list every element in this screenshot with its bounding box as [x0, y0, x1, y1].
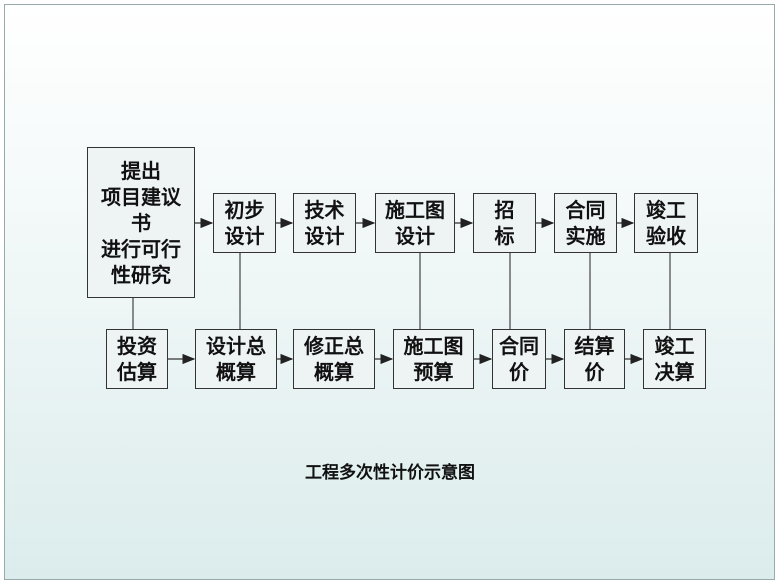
- box-construction-budget: 施工图 预算: [393, 329, 474, 389]
- box-project-proposal: 提出 项目建议 书 进行可行 性研究: [87, 147, 195, 298]
- box-design-budget: 设计总 概算: [195, 329, 277, 389]
- box-revised-budget: 修正总 概算: [293, 329, 375, 389]
- box-technical-design: 技术 设计: [293, 193, 356, 253]
- box-bidding: 招 标: [473, 193, 536, 253]
- box-completion-acceptance: 竣工 验收: [634, 193, 698, 253]
- box-contract-implementation: 合同 实施: [554, 193, 617, 253]
- box-final-accounts: 竣工 决算: [643, 329, 706, 389]
- box-construction-drawing-design: 施工图 设计: [375, 193, 455, 253]
- diagram-caption: 工程多次性计价示意图: [305, 463, 475, 483]
- box-settlement-price: 结算 价: [564, 329, 625, 389]
- box-investment-estimate: 投资 估算: [106, 329, 168, 389]
- box-contract-price: 合同 价: [492, 329, 546, 389]
- box-preliminary-design: 初步 设计: [213, 193, 276, 253]
